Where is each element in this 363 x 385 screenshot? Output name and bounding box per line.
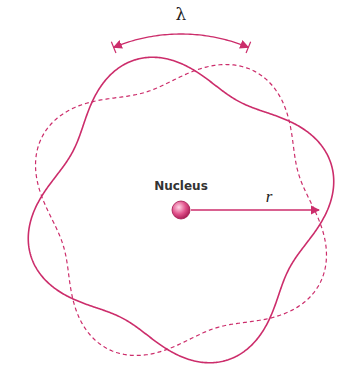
wavelength-arrow bbox=[114, 34, 249, 47]
wavelength-tick bbox=[246, 42, 251, 53]
nucleus-label: Nucleus bbox=[154, 180, 208, 192]
solid-wave bbox=[28, 57, 333, 362]
nucleus-sphere bbox=[172, 201, 190, 219]
wavelength-symbol: λ bbox=[176, 6, 187, 23]
radius-arrow bbox=[191, 209, 319, 210]
radius-symbol: r bbox=[266, 188, 273, 205]
wavelength-tick bbox=[111, 42, 116, 53]
dashed-wave bbox=[36, 65, 327, 356]
